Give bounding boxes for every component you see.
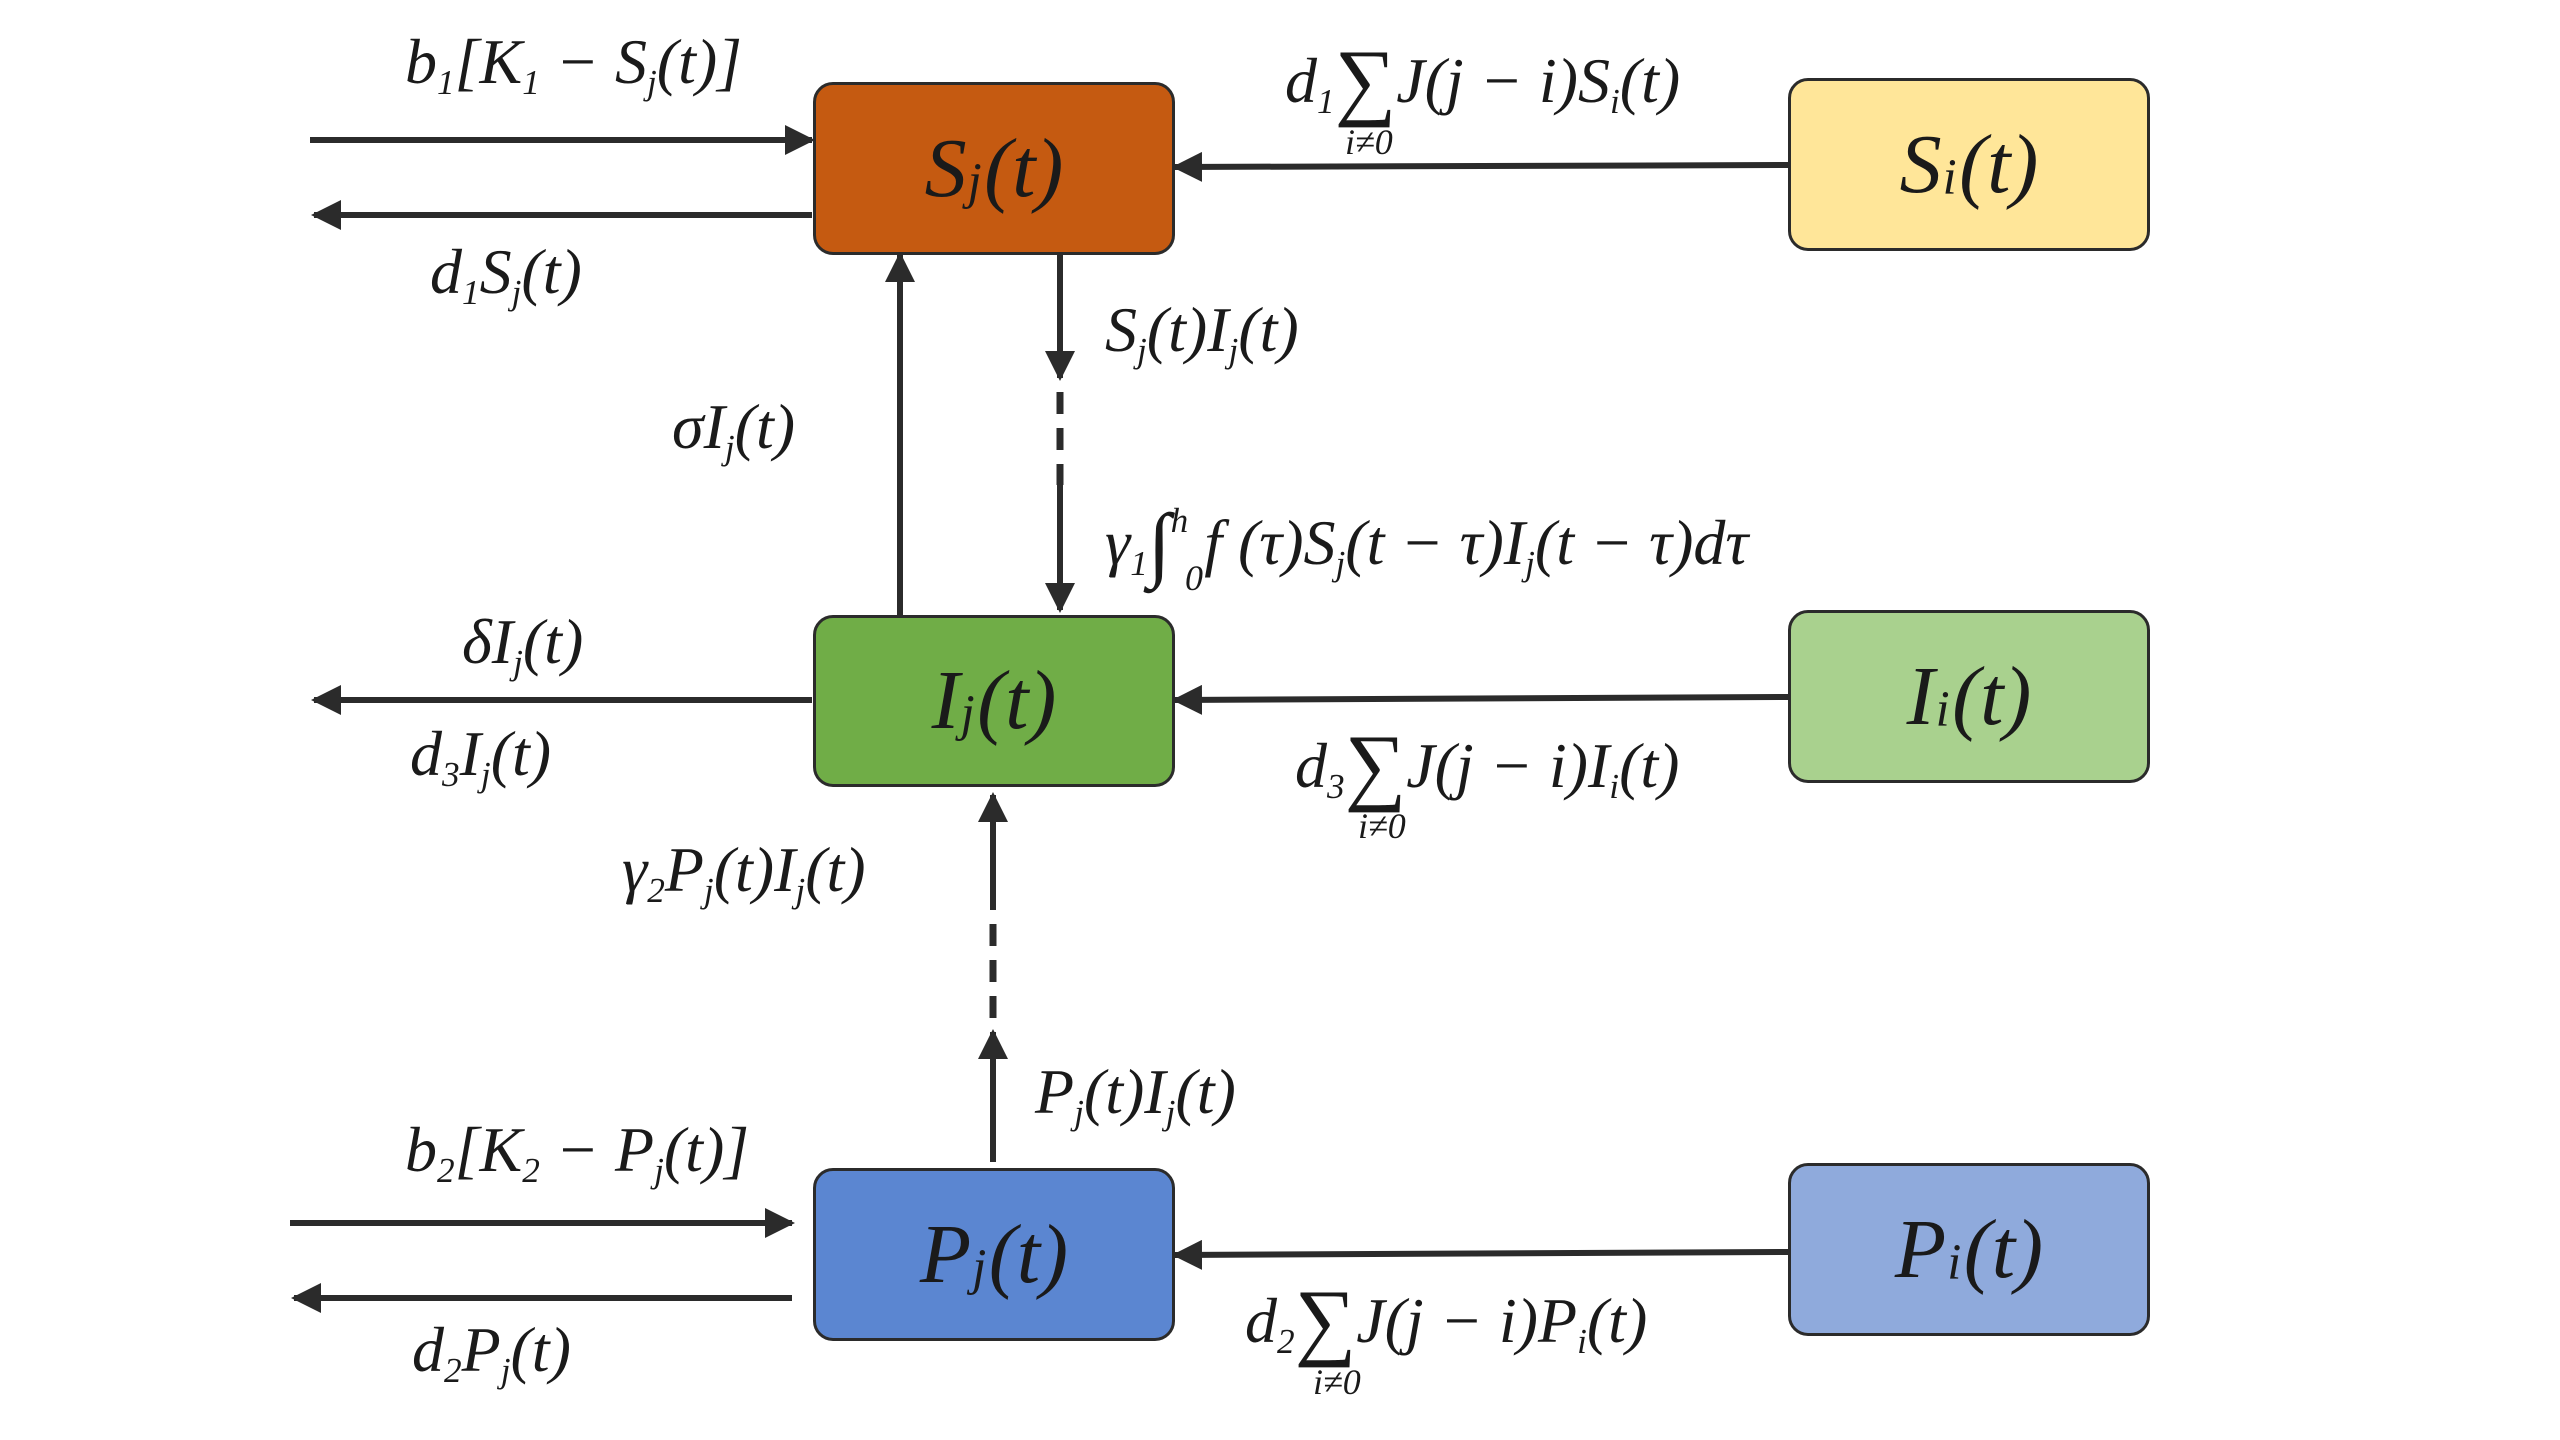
box-s-j-subscript: j xyxy=(967,152,982,209)
box-p-i-subscript: i xyxy=(1947,1233,1962,1290)
label-p-birth: b2[K2 − Pj(t)] xyxy=(405,1114,750,1190)
box-i-i-arg: (t) xyxy=(1952,649,2032,743)
box-s-j-symbol: S xyxy=(924,121,967,215)
box-i-j-symbol: I xyxy=(931,654,960,747)
i-diffusion-arrow xyxy=(1172,684,1789,715)
label-p-death: d2Pj(t) xyxy=(412,1314,571,1390)
box-p-j-subscript: j xyxy=(972,1238,987,1295)
label-delayed-infection: γ1∫h f (τ)Sj(t − τ)Ij(t − τ)dτ xyxy=(1105,496,1749,589)
label-i-diffusion: d3∑J(j − i)Ii(t) xyxy=(1295,716,1680,813)
box-p-j-arg: (t) xyxy=(988,1207,1069,1301)
label-recovery: σIj(t) xyxy=(672,391,796,467)
label-i-diffusion-limit: i≠0 xyxy=(1358,806,1406,846)
label-predation-gain: γ2Pj(t)Ij(t) xyxy=(622,834,866,910)
box-i-j-subscript: j xyxy=(960,685,975,742)
box-s-i-symbol: S xyxy=(1899,117,1942,211)
label-i-death: δIj(t) xyxy=(462,606,584,682)
label-s-diffusion: d1∑J(j − i)Si(t) xyxy=(1285,31,1681,128)
box-i-i-subscript: i xyxy=(1935,680,1950,737)
box-p-j-symbol: P xyxy=(919,1207,972,1301)
label-s-diffusion-limit: i≠0 xyxy=(1345,122,1393,162)
box-p-i-symbol: P xyxy=(1894,1202,1947,1296)
s-diffusion-arrow xyxy=(1172,151,1789,182)
label-p-diffusion: d2∑J(j − i)Pi(t) xyxy=(1245,1271,1648,1368)
label-s-infection: Sj(t)Ij(t) xyxy=(1105,294,1299,370)
box-s-j-arg: (t) xyxy=(984,121,1064,215)
label-s-birth: b1[K1 − Sj(t)] xyxy=(405,26,743,102)
box-s-i-subscript: i xyxy=(1942,148,1957,205)
box-p-i-arg: (t) xyxy=(1963,1202,2044,1296)
box-i-j-arg: (t) xyxy=(977,654,1057,747)
label-predation: Pj(t)Ij(t) xyxy=(1035,1056,1236,1132)
label-i-out: d3Ij(t) xyxy=(410,718,552,794)
label-p-diffusion-limit: i≠0 xyxy=(1313,1362,1361,1402)
p-diffusion-arrow xyxy=(1172,1239,1789,1270)
box-s-i-arg: (t) xyxy=(1959,117,2039,211)
box-i-i-symbol: I xyxy=(1906,649,1935,743)
label-s-death: d1Sj(t) xyxy=(430,236,582,312)
label-delayed-infection-lower: 0 xyxy=(1185,558,1203,598)
